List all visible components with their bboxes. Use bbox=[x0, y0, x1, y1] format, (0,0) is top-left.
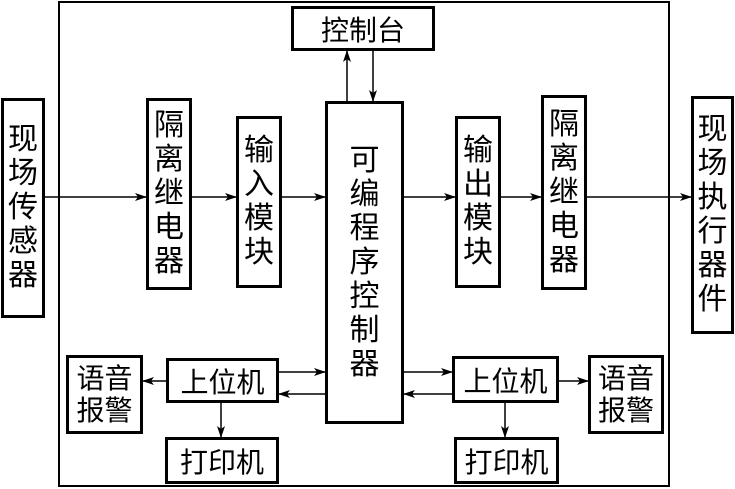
char: 离 bbox=[154, 142, 184, 177]
char: 编 bbox=[349, 176, 380, 212]
char: 制 bbox=[349, 312, 380, 348]
text-line: 报警 bbox=[597, 393, 654, 427]
right-voice-alarm-label: 语音报警 bbox=[591, 358, 661, 431]
char: 输 bbox=[463, 133, 493, 168]
right-printer-label: 打印机 bbox=[464, 445, 549, 479]
char: 感 bbox=[8, 224, 38, 259]
char: 控 bbox=[349, 278, 380, 314]
isolation-relay-out-box: 隔离继电器 bbox=[541, 95, 587, 290]
char: 现 bbox=[697, 112, 728, 147]
char: 模 bbox=[463, 201, 493, 236]
char: 器 bbox=[349, 346, 380, 382]
field-sensor-label: 现场传感器 bbox=[4, 101, 42, 315]
char: 可 bbox=[349, 142, 380, 178]
char: 出 bbox=[463, 167, 493, 202]
left-printer-box: 打印机 bbox=[165, 437, 279, 484]
right-host-label: 上位机 bbox=[463, 364, 548, 398]
char: 电 bbox=[549, 208, 579, 244]
field-actuator-box: 现场执行器件 bbox=[691, 96, 734, 334]
console-label: 控制台 bbox=[320, 13, 405, 47]
plc-box: 可编程序控制器 bbox=[325, 101, 404, 424]
right-printer-box: 打印机 bbox=[454, 437, 559, 484]
char: 模 bbox=[244, 201, 274, 236]
char: 场 bbox=[8, 156, 38, 191]
right-voice-alarm-box: 语音报警 bbox=[588, 355, 664, 434]
text-line: 语音 bbox=[76, 361, 133, 395]
left-voice-alarm-box: 语音报警 bbox=[66, 355, 143, 434]
isolation-relay-in-label: 隔离继电器 bbox=[149, 101, 189, 287]
input-module-label: 输入模块 bbox=[239, 119, 279, 285]
left-host-box: 上位机 bbox=[166, 358, 279, 403]
char: 传 bbox=[8, 190, 38, 225]
char: 器 bbox=[8, 258, 38, 293]
char: 器 bbox=[697, 248, 728, 283]
char: 电 bbox=[154, 210, 184, 245]
plc-label: 可编程序控制器 bbox=[328, 104, 401, 421]
left-voice-alarm-label: 语音报警 bbox=[69, 358, 140, 431]
char: 器 bbox=[549, 242, 579, 278]
text-line: 语音 bbox=[597, 361, 654, 395]
char: 场 bbox=[697, 146, 728, 181]
system-boundary bbox=[58, 1, 670, 487]
isolation-relay-in-box: 隔离继电器 bbox=[146, 98, 192, 290]
char: 器 bbox=[154, 244, 184, 279]
field-actuator-label: 现场执行器件 bbox=[694, 99, 731, 331]
isolation-relay-out-label: 隔离继电器 bbox=[544, 98, 584, 287]
char: 行 bbox=[697, 214, 728, 249]
console-box: 控制台 bbox=[291, 6, 435, 51]
char: 执 bbox=[697, 180, 728, 215]
text-line: 报警 bbox=[76, 393, 133, 427]
right-host-box: 上位机 bbox=[452, 356, 559, 403]
char: 块 bbox=[463, 235, 493, 270]
char: 继 bbox=[549, 174, 579, 210]
char: 离 bbox=[549, 140, 579, 176]
output-module-label: 输出模块 bbox=[458, 119, 498, 285]
input-module-box: 输入模块 bbox=[236, 116, 282, 288]
char: 块 bbox=[244, 235, 274, 270]
char: 隔 bbox=[154, 108, 184, 143]
char: 输 bbox=[244, 133, 274, 168]
field-sensor-box: 现场传感器 bbox=[1, 98, 45, 318]
char: 入 bbox=[244, 167, 274, 202]
output-module-box: 输出模块 bbox=[455, 116, 501, 288]
char: 现 bbox=[8, 122, 38, 157]
char: 继 bbox=[154, 176, 184, 211]
char: 隔 bbox=[549, 106, 579, 142]
left-printer-label: 打印机 bbox=[179, 445, 264, 479]
left-host-label: 上位机 bbox=[180, 365, 265, 399]
char: 件 bbox=[697, 282, 728, 317]
char: 程 bbox=[349, 210, 380, 246]
char: 序 bbox=[349, 244, 380, 280]
